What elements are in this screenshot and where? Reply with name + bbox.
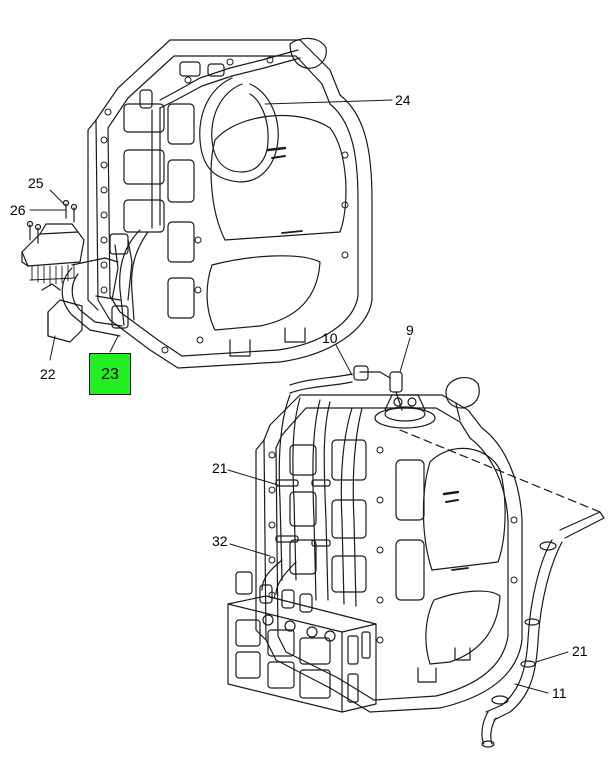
lower-hose-assembly <box>235 365 601 613</box>
vent-tube <box>481 511 605 748</box>
callout-10: 10 <box>322 330 338 346</box>
callout-21-lower: 21 <box>572 643 588 659</box>
lower-basket <box>227 595 377 713</box>
callout-21-upper: 21 <box>212 460 228 476</box>
callout-11: 11 <box>552 685 567 701</box>
callout-26: 26 <box>10 202 26 218</box>
callout-23: 23 <box>101 366 119 383</box>
callout-23-highlight: 23 <box>89 353 131 395</box>
callout-9: 9 <box>406 322 414 338</box>
leader-lines <box>29 99 569 694</box>
callout-24: 24 <box>395 92 411 108</box>
lower-back-panel <box>255 394 523 713</box>
callout-32: 32 <box>212 533 228 549</box>
upper-back-panel <box>87 39 373 369</box>
callout-25: 25 <box>28 175 44 191</box>
electrical-connector-assembly <box>21 199 85 285</box>
upper-hose-assembly <box>41 37 327 343</box>
callout-22: 22 <box>40 366 56 382</box>
